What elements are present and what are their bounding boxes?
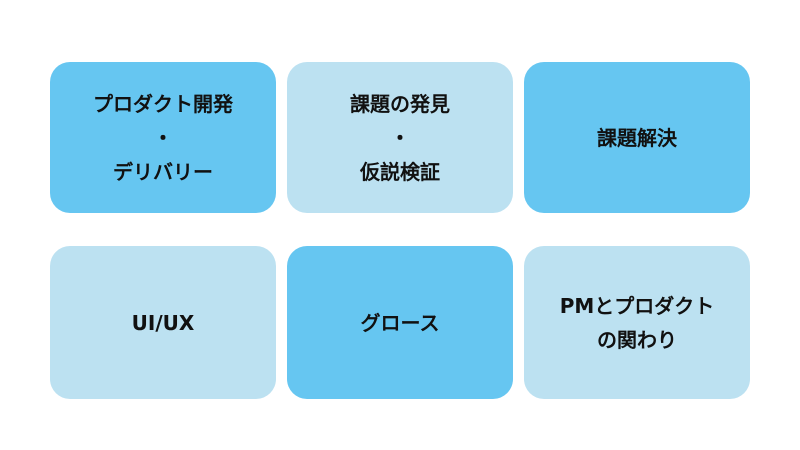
card-label-line: ・ — [390, 125, 410, 150]
topic-grid: プロダクト開発 ・ デリバリー 課題の発見 ・ 仮説検証 課題解決 UI/UX … — [50, 62, 750, 399]
card-pm-and-product: PMとプロダクト の関わり — [524, 246, 750, 399]
card-problem-solving: 課題解決 — [524, 62, 750, 213]
card-label-line: 課題解決 — [597, 125, 677, 150]
card-label-line: ・ — [153, 125, 173, 150]
card-ui-ux: UI/UX — [50, 246, 276, 399]
card-label-line: グロース — [360, 310, 440, 335]
card-problem-discovery-hypothesis: 課題の発見 ・ 仮説検証 — [287, 62, 513, 213]
card-label-line: の関わり — [597, 327, 677, 352]
card-growth: グロース — [287, 246, 513, 399]
card-product-development-delivery: プロダクト開発 ・ デリバリー — [50, 62, 276, 213]
card-label-line: UI/UX — [131, 310, 195, 335]
card-label-line: 課題の発見 — [350, 91, 450, 116]
card-label-line: 仮説検証 — [360, 159, 440, 184]
card-label-line: プロダクト開発 — [93, 91, 233, 116]
card-label-line: デリバリー — [113, 159, 213, 184]
card-label-line: PMとプロダクト — [559, 293, 715, 318]
